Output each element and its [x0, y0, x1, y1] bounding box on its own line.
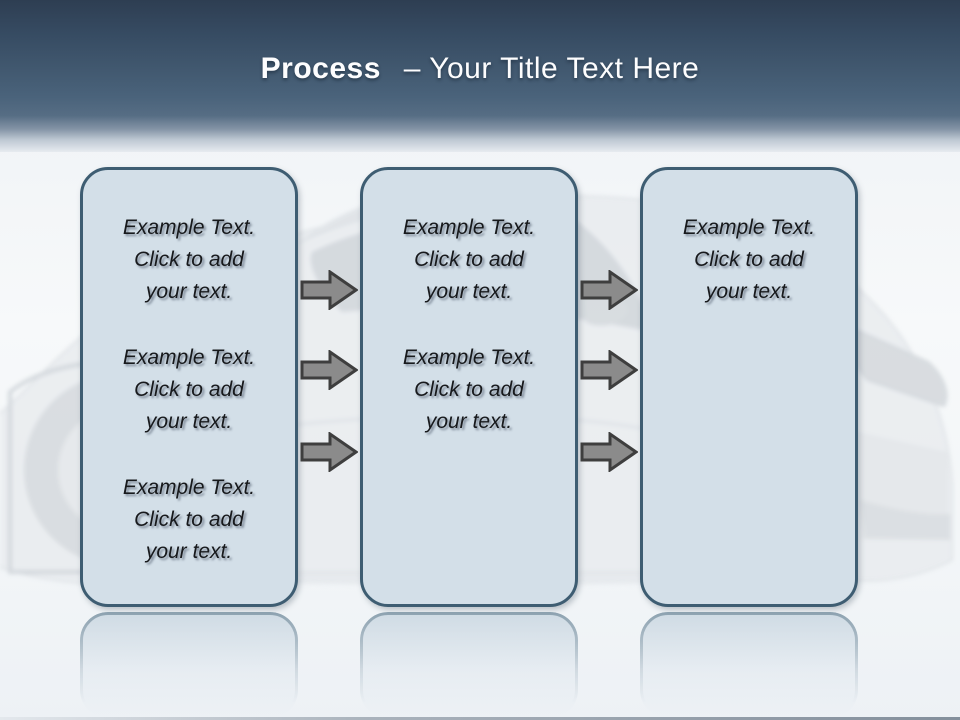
box-2-reflection — [360, 612, 578, 718]
process-step-box-1[interactable]: Example Text. Click to add your text. Ex… — [80, 167, 298, 607]
right-arrow-icon — [300, 432, 358, 472]
title-subtitle-text: – Your Title Text Here — [403, 52, 700, 85]
step-1-text-1: Example Text. Click to add your text. — [122, 216, 256, 303]
right-arrow-icon — [300, 270, 358, 310]
step-2-text-2: Example Text. Click to add your text. — [402, 346, 536, 433]
box-1-reflection — [80, 612, 298, 718]
right-arrow-icon — [580, 350, 638, 390]
step-1-text-2: Example Text. Click to add your text. — [122, 346, 256, 433]
title-bar: Process – Your Title Text Here — [0, 0, 960, 152]
right-arrow-icon — [580, 270, 638, 310]
box-3-reflection — [640, 612, 858, 718]
right-arrow-icon — [300, 350, 358, 390]
title-keyword: Process — [260, 52, 381, 85]
page-title: Process – Your Title Text Here — [261, 52, 700, 86]
process-step-box-3[interactable]: Example Text. Click to add your text. — [640, 167, 858, 607]
step-2-text-1: Example Text. Click to add your text. — [402, 216, 536, 303]
step-3-text-1: Example Text. Click to add your text. — [682, 216, 816, 303]
process-step-box-2[interactable]: Example Text. Click to add your text. Ex… — [360, 167, 578, 607]
step-1-text-3: Example Text. Click to add your text. — [122, 476, 256, 563]
bottom-edge-bar — [0, 717, 960, 720]
right-arrow-icon — [580, 432, 638, 472]
